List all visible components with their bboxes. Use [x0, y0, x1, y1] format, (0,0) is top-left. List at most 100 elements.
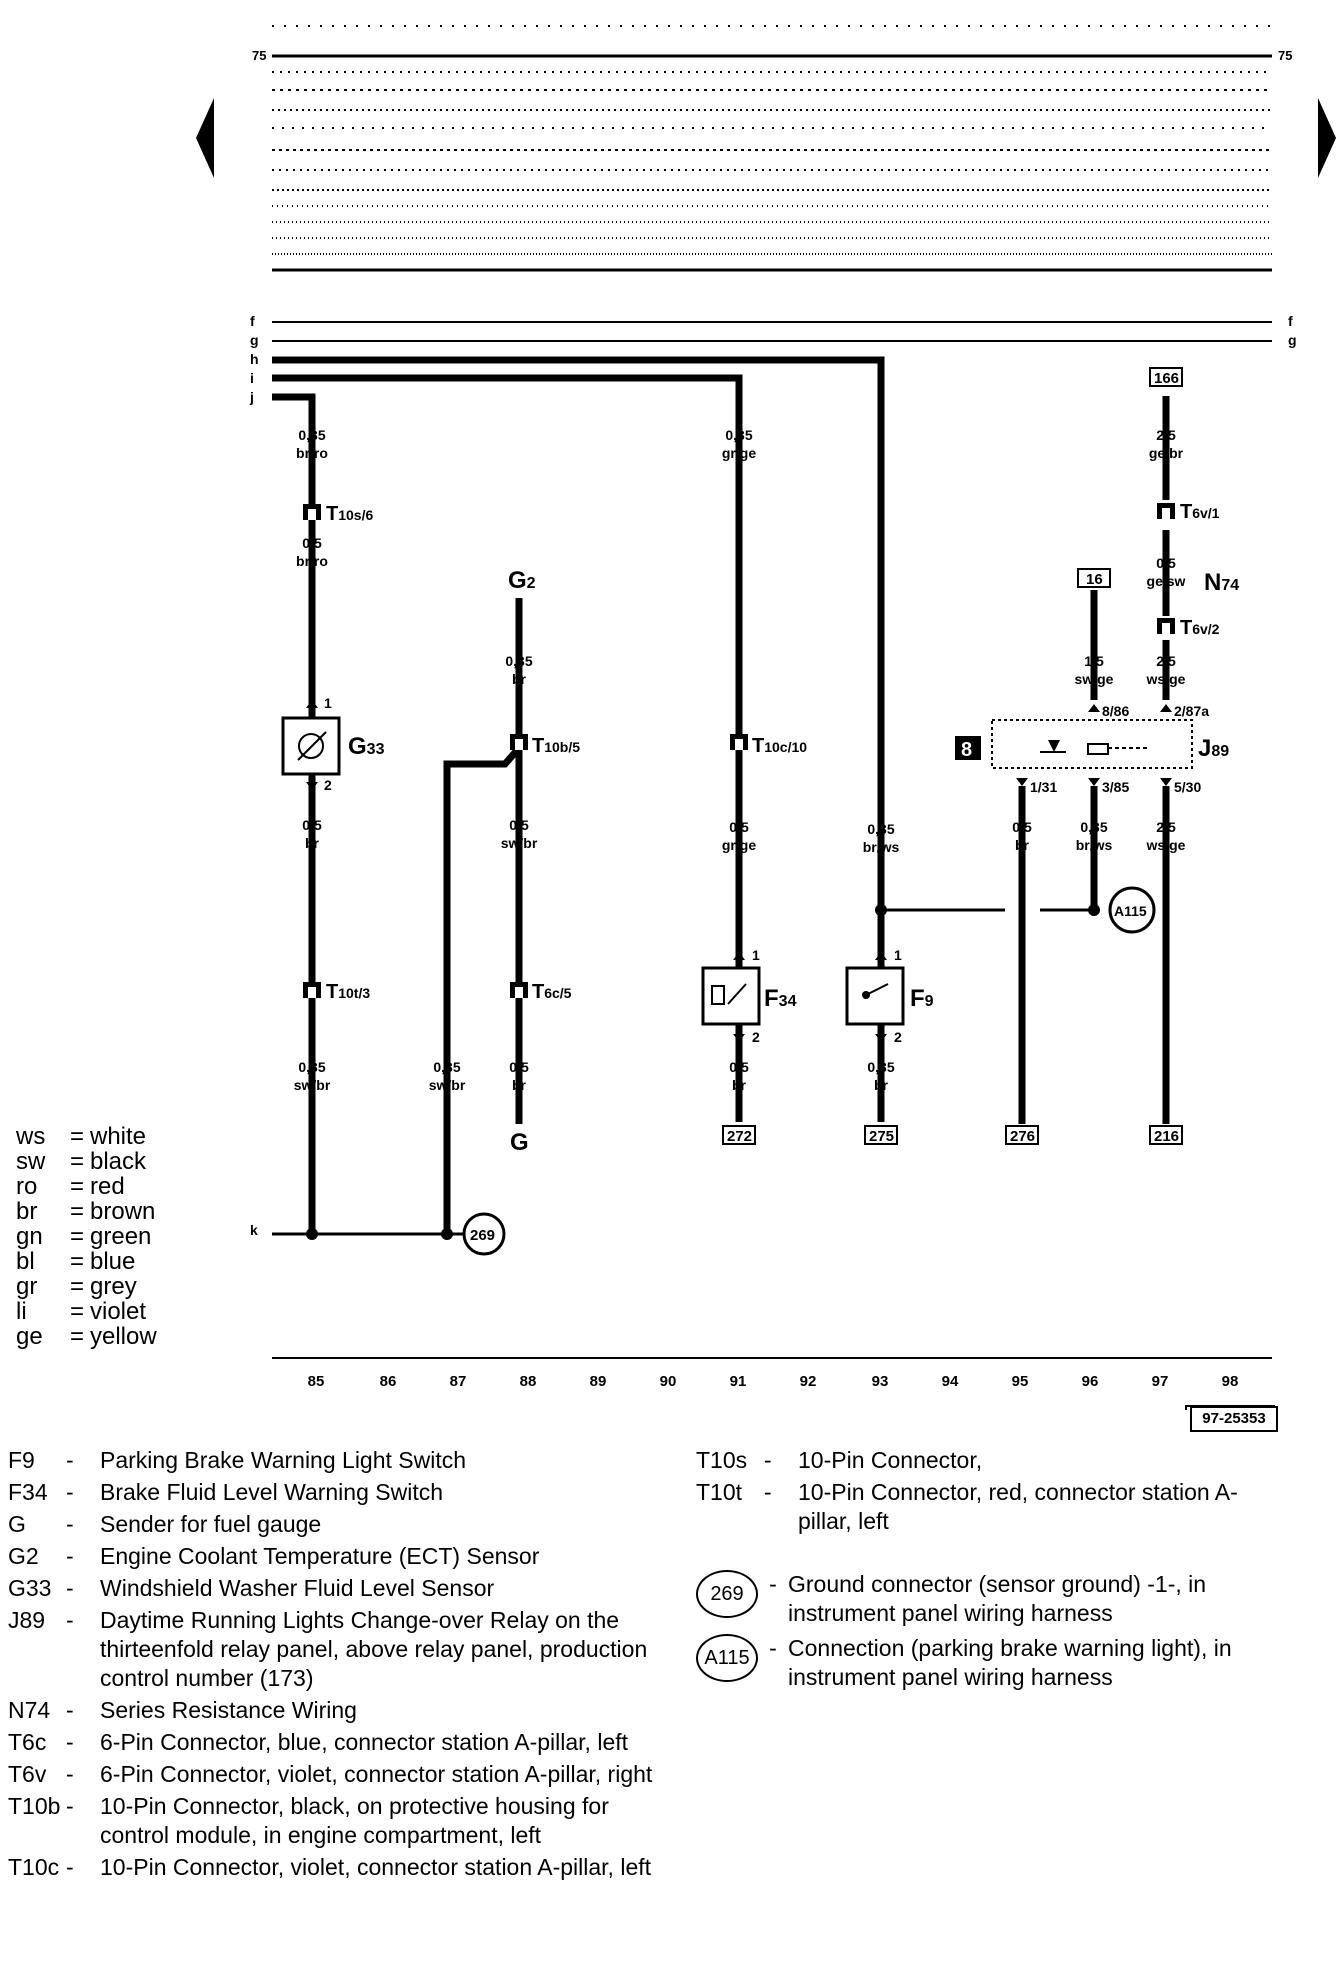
bus-label-j: j: [249, 389, 254, 405]
legend-row: ge=yellow: [16, 1323, 157, 1350]
bus-label-i: i: [250, 370, 254, 386]
ground-item-a115: A115 - Connection (parking brake warning…: [696, 1634, 1258, 1692]
component-list: F9-Parking Brake Warning Light Switch F3…: [8, 1446, 670, 1885]
w7-size: 0,5: [509, 1059, 529, 1075]
bus-label-f-right: f: [1288, 313, 1293, 329]
w11-size: 0,5: [729, 1059, 749, 1075]
w2-size: 0,5: [302, 535, 322, 551]
w15-color: ge/sw: [1147, 573, 1186, 589]
row-marker-left: 75: [252, 48, 266, 63]
column-85: [281, 536, 341, 1234]
list-item: N74-Series Resistance Wiring: [8, 1697, 357, 1723]
ground-269-label: 269: [470, 1227, 495, 1244]
list-item: F34-Brake Fluid Level Warning Switch: [8, 1479, 444, 1505]
component-list-right: T10s-10-Pin Connector, T10t-10-Pin Conne…: [696, 1446, 1268, 1539]
conn-t10s6: T10s/6: [326, 503, 373, 525]
legend-row: sw=black: [16, 1148, 147, 1175]
list-item: G33-Windshield Washer Fluid Level Sensor: [8, 1575, 495, 1601]
wiring-diagram: 75 75 f g h i j k f g: [196, 25, 1336, 1410]
legend-row: gr=grey: [16, 1273, 137, 1300]
list-item: G-Sender for fuel gauge: [8, 1511, 322, 1537]
w11-color: br: [732, 1077, 747, 1093]
column-93: [845, 900, 1005, 1122]
w12-color: br/ws: [863, 839, 900, 855]
ref-275[interactable]: 275: [869, 1128, 894, 1145]
w20-color: ws/ge: [1146, 837, 1186, 853]
pin-j89-385: 3/85: [1102, 779, 1129, 795]
ref-16[interactable]: 16: [1086, 571, 1103, 588]
triangle-right-icon[interactable]: [1318, 98, 1336, 178]
list-item: F9-Parking Brake Warning Light Switch: [8, 1447, 467, 1473]
w17-color: sw/ge: [1075, 671, 1114, 687]
list-item: T10t-10-Pin Connector, red, connector st…: [696, 1479, 1238, 1534]
track-98: 98: [1222, 1373, 1239, 1390]
conn-t6v2: T6v/2: [1180, 617, 1220, 639]
track-86: 86: [380, 1373, 397, 1390]
w19-color: br/ws: [1076, 837, 1113, 853]
w8-size: 0,35: [433, 1059, 460, 1075]
comp-j89: J89: [1198, 735, 1229, 762]
comp-f34: F34: [764, 985, 797, 1012]
bus-wire-i: [272, 374, 743, 982]
track-92: 92: [800, 1373, 817, 1390]
connector-symbols: [303, 503, 1175, 998]
track-85: 85: [308, 1373, 325, 1390]
bus-wire-j: [272, 393, 316, 1234]
legend-row: gn=green: [16, 1223, 152, 1250]
ground-a115-symbol[interactable]: [1108, 886, 1156, 934]
w9-size: 0,35: [725, 427, 752, 443]
conn-t10b5: T10b/5: [532, 735, 580, 757]
legend-row: bl=blue: [16, 1248, 136, 1275]
w10-size: 0,5: [729, 819, 749, 835]
pin-f34-1: 1: [752, 947, 760, 963]
triangle-left-icon[interactable]: [196, 98, 214, 178]
track-88: 88: [520, 1373, 537, 1390]
ref-272[interactable]: 272: [727, 1128, 752, 1145]
w6-size: 0,5: [509, 817, 529, 833]
legend-row: ws=white: [16, 1123, 147, 1150]
list-item: G2-Engine Coolant Temperature (ECT) Sens…: [8, 1543, 540, 1569]
ground-269-symbol[interactable]: [462, 1212, 506, 1256]
continuation-band: 75 75: [252, 25, 1292, 272]
track-94: 94: [942, 1373, 959, 1390]
list-item: T10c-10-Pin Connector, violet, connector…: [8, 1854, 652, 1880]
track-90: 90: [660, 1373, 677, 1390]
comp-f9: F9: [910, 985, 934, 1012]
w20-size: 2,5: [1156, 819, 1176, 835]
conn-t10t3: T10t/3: [326, 981, 370, 1003]
ground-item-269: 269 - Ground connector (sensor ground) -…: [696, 1570, 1258, 1628]
pin-f9-2: 2: [894, 1029, 902, 1045]
track-97: 97: [1152, 1373, 1169, 1390]
track-89: 89: [590, 1373, 607, 1390]
track-93: 93: [872, 1373, 889, 1390]
w9-color: gr/ge: [722, 445, 756, 461]
list-item: T10s-10-Pin Connector,: [696, 1447, 983, 1473]
list-item: T10b-10-Pin Connector, black, on protect…: [8, 1793, 609, 1848]
w3-color: br: [305, 835, 320, 851]
ground-symbol: 269: [696, 1570, 758, 1618]
bus-label-h: h: [250, 351, 259, 367]
f9-switch[interactable]: [845, 966, 905, 1026]
w18-size: 0,5: [1012, 819, 1032, 835]
w1-color: br/ro: [296, 445, 328, 461]
row-marker-right: 75: [1278, 48, 1292, 63]
ref-216[interactable]: 216: [1154, 1128, 1179, 1145]
track-95: 95: [1012, 1373, 1029, 1390]
track-91: 91: [730, 1373, 747, 1390]
w5-size: 0,35: [505, 653, 532, 669]
comp-g33: G33: [348, 733, 385, 760]
pin-j89-886: 8/86: [1102, 703, 1129, 719]
comp-g: G: [510, 1129, 529, 1156]
w14-color: ge/br: [1149, 445, 1184, 461]
ref-276[interactable]: 276: [1010, 1128, 1035, 1145]
bus-label-f: f: [250, 313, 255, 329]
pin-g33-1: 1: [324, 695, 332, 711]
w14-size: 2,5: [1156, 427, 1176, 443]
w4-size: 0,35: [298, 1059, 325, 1075]
ref-166[interactable]: 166: [1154, 370, 1179, 387]
w17-size: 1,5: [1084, 653, 1104, 669]
pin-j89-530: 5/30: [1174, 779, 1201, 795]
comp-n74: N74: [1204, 569, 1239, 596]
w4-color: sw/br: [294, 1077, 331, 1093]
w19-size: 0,35: [1080, 819, 1107, 835]
